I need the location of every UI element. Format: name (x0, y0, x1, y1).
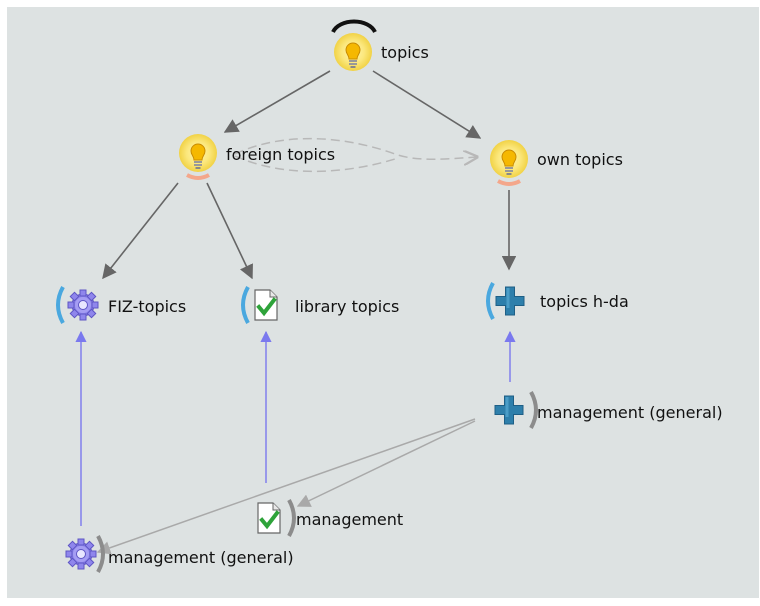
node-own-topics[interactable] (489, 139, 529, 186)
node-label-topics[interactable]: topics (381, 43, 429, 62)
edge-topics-foreign-topics (223, 70, 331, 133)
node-label-management-general-plus[interactable]: management (general) (537, 403, 723, 422)
edge-foreign-own-dashed (234, 137, 477, 160)
left-bracket-icon (56, 286, 65, 324)
node-label-foreign-topics[interactable]: foreign topics (226, 145, 336, 164)
diagram-canvas: topics foreign topics own topics FIZ-top… (7, 7, 759, 598)
topic-hierarchy-diagram (56, 19, 538, 573)
gear-icon (67, 289, 99, 321)
edge-topics-own-topics (372, 70, 482, 139)
node-topics[interactable] (331, 19, 377, 72)
node-label-own-topics[interactable]: own topics (537, 150, 623, 169)
left-bracket-icon (241, 286, 250, 324)
right-bracket-icon (529, 391, 538, 429)
right-bracket-icon (287, 499, 296, 537)
node-fiz-topics[interactable] (56, 286, 99, 324)
expander-arc[interactable] (497, 179, 521, 186)
expander-arc[interactable] (186, 173, 210, 180)
node-label-topics-hda[interactable]: topics h-da (540, 292, 629, 311)
node-management[interactable] (256, 499, 296, 537)
edge-foreign-library (206, 182, 253, 280)
collapse-arc-indicator[interactable] (331, 19, 377, 33)
node-foreign-topics[interactable] (178, 133, 218, 180)
node-label-management[interactable]: management (296, 510, 404, 529)
lightbulb-icon (489, 139, 529, 179)
edge-mgmt-plus-mgmt-gear (96, 418, 476, 555)
right-bracket-icon (96, 535, 105, 573)
plus-icon (494, 395, 524, 425)
gear-icon (65, 538, 97, 570)
node-label-library-topics[interactable]: library topics (295, 297, 400, 316)
left-bracket-icon (486, 282, 495, 320)
edge-mgmt-plus-management (296, 420, 476, 507)
checked-document-icon (256, 501, 282, 535)
node-library-topics[interactable] (241, 286, 279, 324)
plus-icon (495, 286, 525, 316)
edge-foreign-fiz (102, 182, 179, 280)
node-topics-hda[interactable] (486, 282, 525, 320)
edge-foreign-own-dashed-2 (234, 155, 396, 173)
edges (75, 70, 517, 555)
node-management-general-plus[interactable] (494, 391, 538, 429)
checked-document-icon (253, 288, 279, 322)
node-label-management-general-gear[interactable]: management (general) (108, 548, 294, 567)
lightbulb-icon (333, 32, 373, 72)
node-management-general-gear[interactable] (65, 535, 105, 573)
lightbulb-icon (178, 133, 218, 173)
node-label-fiz-topics[interactable]: FIZ-topics (108, 297, 187, 316)
